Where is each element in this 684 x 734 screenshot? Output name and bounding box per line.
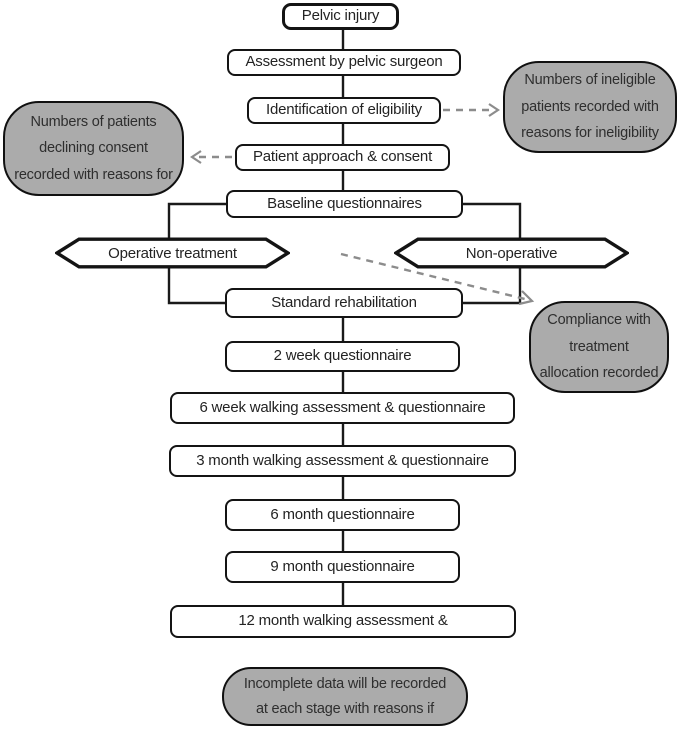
node-identification-of-eligibility: Identification of eligibility bbox=[247, 97, 441, 124]
arrow-diagonal-icon bbox=[518, 290, 535, 306]
node-pelvic-injury: Pelvic injury bbox=[282, 3, 399, 30]
node-label: Baseline questionnaires bbox=[267, 194, 422, 212]
node-label: Assessment by pelvic surgeon bbox=[245, 53, 443, 71]
node-6-month-questionnaire: 6 month questionnaire bbox=[225, 499, 460, 531]
hexagon-shape bbox=[394, 237, 629, 269]
node-non-operative: Non-operative bbox=[394, 237, 629, 269]
node-patient-approach-consent: Patient approach & consent bbox=[235, 144, 450, 171]
node-label: 6 week walking assessment & questionnair… bbox=[199, 398, 486, 416]
node-label: Patient approach & consent bbox=[252, 148, 433, 166]
node-operative-treatment: Operative treatment bbox=[55, 237, 290, 269]
node-baseline-questionnaires: Baseline questionnaires bbox=[226, 190, 463, 218]
callout-incomplete-data: Incomplete data will be recorded at each… bbox=[222, 667, 468, 726]
node-label: Pelvic injury bbox=[301, 7, 380, 25]
node-label: Identification of eligibility bbox=[266, 101, 422, 119]
node-label: 9 month questionnaire bbox=[270, 557, 415, 575]
node-label: 3 month walking assessment & questionnai… bbox=[196, 451, 489, 469]
node-3-month-walking-assessment: 3 month walking assessment & questionnai… bbox=[169, 445, 516, 477]
arrowheads bbox=[190, 103, 535, 306]
dashed-connectors bbox=[195, 108, 526, 301]
node-2-week-questionnaire: 2 week questionnaire bbox=[225, 341, 460, 372]
node-6-week-walking-assessment: 6 week walking assessment & questionnair… bbox=[170, 392, 515, 424]
callout-declining-consent: Numbers of patients declining consent re… bbox=[3, 101, 184, 196]
node-label: 2 week questionnaire bbox=[273, 347, 412, 365]
hexagon-shape bbox=[55, 237, 290, 269]
node-label: Operative treatment bbox=[108, 244, 237, 262]
callout-compliance: Compliance with treatment allocation rec… bbox=[529, 301, 669, 393]
node-12-month-walking-assessment: 12 month walking assessment & bbox=[170, 605, 516, 638]
node-standard-rehabilitation: Standard rehabilitation bbox=[225, 288, 463, 318]
callout-ineligible-patients: Numbers of ineligible patients recorded … bbox=[503, 61, 677, 153]
node-assessment: Assessment by pelvic surgeon bbox=[227, 49, 461, 76]
node-9-month-questionnaire: 9 month questionnaire bbox=[225, 551, 460, 583]
arrow-left-icon bbox=[190, 150, 202, 164]
node-label: Non-operative bbox=[465, 244, 558, 262]
node-label: 12 month walking assessment & bbox=[238, 612, 448, 630]
arrow-right-icon bbox=[488, 103, 500, 117]
node-label: Standard rehabilitation bbox=[271, 293, 417, 311]
node-label: 6 month questionnaire bbox=[270, 505, 415, 523]
